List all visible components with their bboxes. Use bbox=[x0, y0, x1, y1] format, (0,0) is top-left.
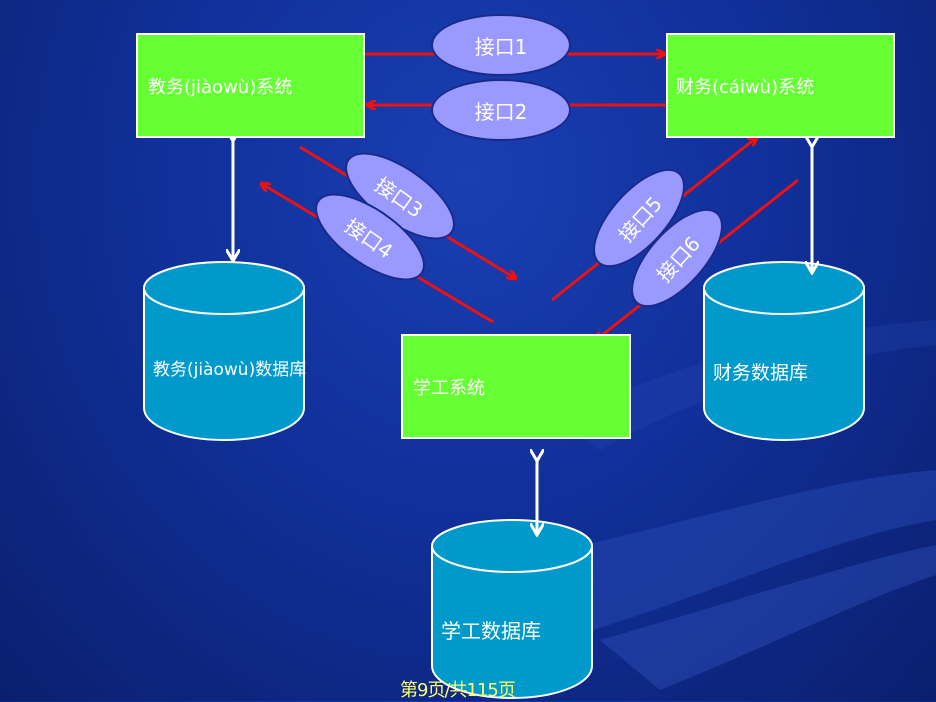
interface2-label: 接口2 bbox=[474, 99, 528, 124]
interface1-label: 接口1 bbox=[474, 34, 528, 59]
caiwu-system-box: 财务(cáiwù)系统 bbox=[666, 33, 895, 138]
xuegong-system-label: 学工系统 bbox=[413, 377, 485, 399]
caiwu-database-cylinder bbox=[703, 261, 865, 441]
jiaowu-database-cylinder bbox=[143, 261, 305, 441]
interface1-ellipse: 接口1 bbox=[431, 14, 571, 76]
interface2-ellipse: 接口2 bbox=[431, 79, 571, 141]
jiaowu-system-label: 教务(jiàowù)系统 bbox=[148, 76, 293, 98]
xuegong-system-box: 学工系统 bbox=[401, 334, 631, 439]
caiwu-system-label: 财务(cáiwù)系统 bbox=[676, 76, 815, 98]
jiaowu-database-label: 教务(jiàowù)数据库 bbox=[153, 360, 307, 380]
jiaowu-system-box: 教务(jiàowù)系统 bbox=[136, 33, 365, 138]
interface4-label: 接口4 bbox=[340, 213, 398, 264]
page-indicator: 第9页/共115页 bbox=[400, 680, 516, 701]
caiwu-database-label: 财务数据库 bbox=[713, 362, 809, 384]
xuegong-database-cylinder bbox=[431, 519, 593, 699]
xuegong-database-label: 学工数据库 bbox=[441, 619, 541, 643]
